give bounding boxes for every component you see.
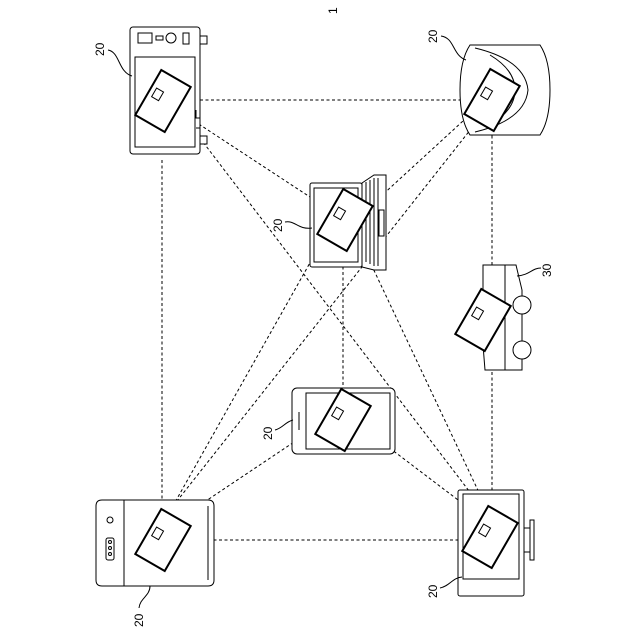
connection-lines: [162, 100, 495, 540]
link-dome-washer: [162, 115, 482, 520]
ref-numeral-microwave: 20: [93, 42, 107, 56]
leader-line: [285, 222, 312, 229]
washer-button: [109, 541, 112, 544]
label-microwave: 20: [93, 42, 132, 76]
ref-numeral-laptop: 20: [271, 218, 285, 232]
ref-numeral-dome: 20: [426, 29, 440, 43]
figure-number-text: 1: [326, 7, 340, 14]
label-dome: 20: [426, 29, 466, 60]
microwave-panel-button-2: [183, 33, 189, 44]
vehicle-wheel-rear: [513, 341, 531, 359]
microwave-hinge-top: [200, 36, 207, 44]
ref-numeral-washer: 20: [132, 613, 146, 627]
figure-number: 1: [326, 7, 340, 14]
microwave-panel-display: [138, 33, 152, 43]
leader-line: [108, 50, 132, 76]
ref-numeral-tablet: 20: [261, 426, 275, 440]
microwave-panel-button: [156, 36, 163, 40]
vehicle-wheel-front: [513, 296, 531, 314]
label-vehicle: 30: [517, 263, 554, 277]
label-monitor: 20: [426, 577, 462, 598]
ref-numeral-monitor: 20: [426, 584, 440, 598]
monitor-stand-neck: [524, 528, 530, 552]
link-laptop-washer: [165, 245, 320, 520]
washer-dial-icon: [107, 517, 113, 523]
leader-line: [139, 586, 150, 608]
microwave-knob-icon: [166, 33, 176, 43]
ref-numeral-vehicle: 30: [540, 263, 554, 277]
laptop-trackpad: [379, 210, 384, 236]
leader-line: [441, 36, 466, 60]
washer-button: [109, 553, 112, 556]
label-washer: 20: [132, 586, 150, 627]
link-laptop-monitor: [362, 245, 492, 520]
leader-line: [517, 268, 541, 276]
washer-button: [109, 547, 112, 550]
label-tablet: 20: [261, 420, 293, 440]
monitor-stand-base: [530, 520, 534, 560]
leader-line: [275, 420, 293, 430]
microwave-hinge-bottom: [200, 136, 207, 144]
label-laptop: 20: [271, 218, 312, 232]
